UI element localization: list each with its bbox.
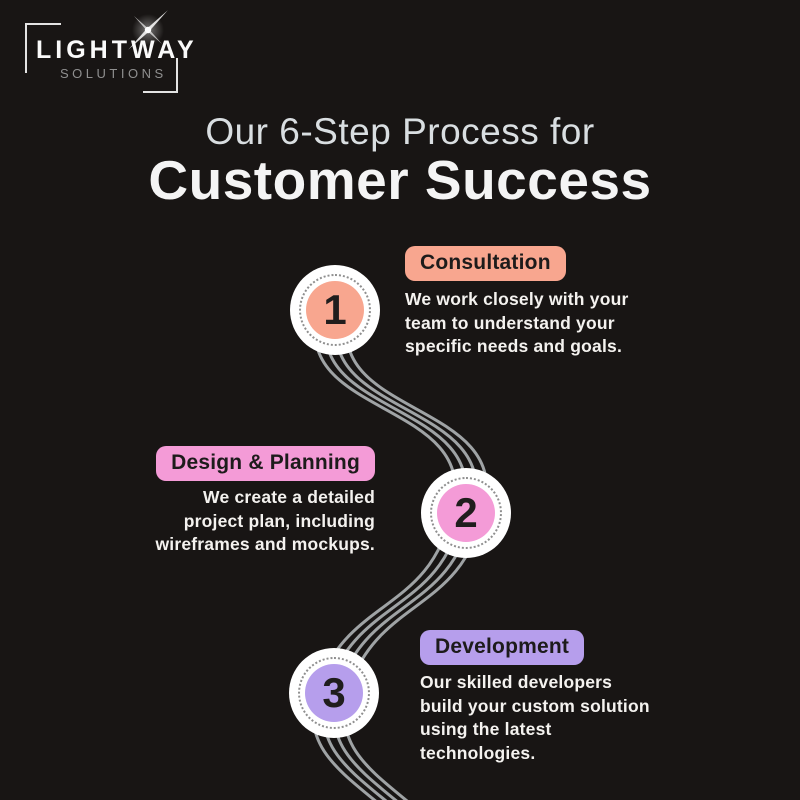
step-1-number-disc: 1 [306, 281, 364, 339]
step-2-label-badge: Design & Planning [156, 446, 375, 481]
page-subtitle: Our 6-Step Process for [205, 111, 595, 152]
step-1-circle: 1 [290, 265, 380, 355]
step-3-number-disc: 3 [305, 664, 363, 722]
step-2-number-disc: 2 [437, 484, 495, 542]
dotted-ring [299, 274, 371, 346]
step-1-description: We work closely with your team to unders… [405, 289, 629, 356]
step-1-number: 1 [323, 286, 347, 333]
step-2-number: 2 [454, 489, 478, 536]
dotted-ring [430, 477, 502, 549]
step-2-description: We create a detailed project plan, inclu… [155, 487, 375, 554]
step-3-description: Our skilled developers build your custom… [420, 672, 650, 763]
step-3-circle: 3 [289, 648, 379, 738]
logo-bracket-bottom-right [143, 58, 178, 93]
step-3-label-badge: Development [420, 630, 585, 665]
logo-brand-text: LIGHTWAY [36, 36, 198, 64]
logo-tagline-text: SOLUTIONS [60, 66, 167, 81]
step-3-number: 3 [322, 669, 346, 716]
step-2-circle: 2 [421, 468, 511, 558]
sparkle-icon [118, 0, 178, 65]
logo-bracket-top-left [25, 23, 61, 73]
step-1-label-badge: Consultation [405, 246, 566, 281]
dotted-ring [298, 657, 370, 729]
page-title: Customer Success [148, 149, 652, 211]
